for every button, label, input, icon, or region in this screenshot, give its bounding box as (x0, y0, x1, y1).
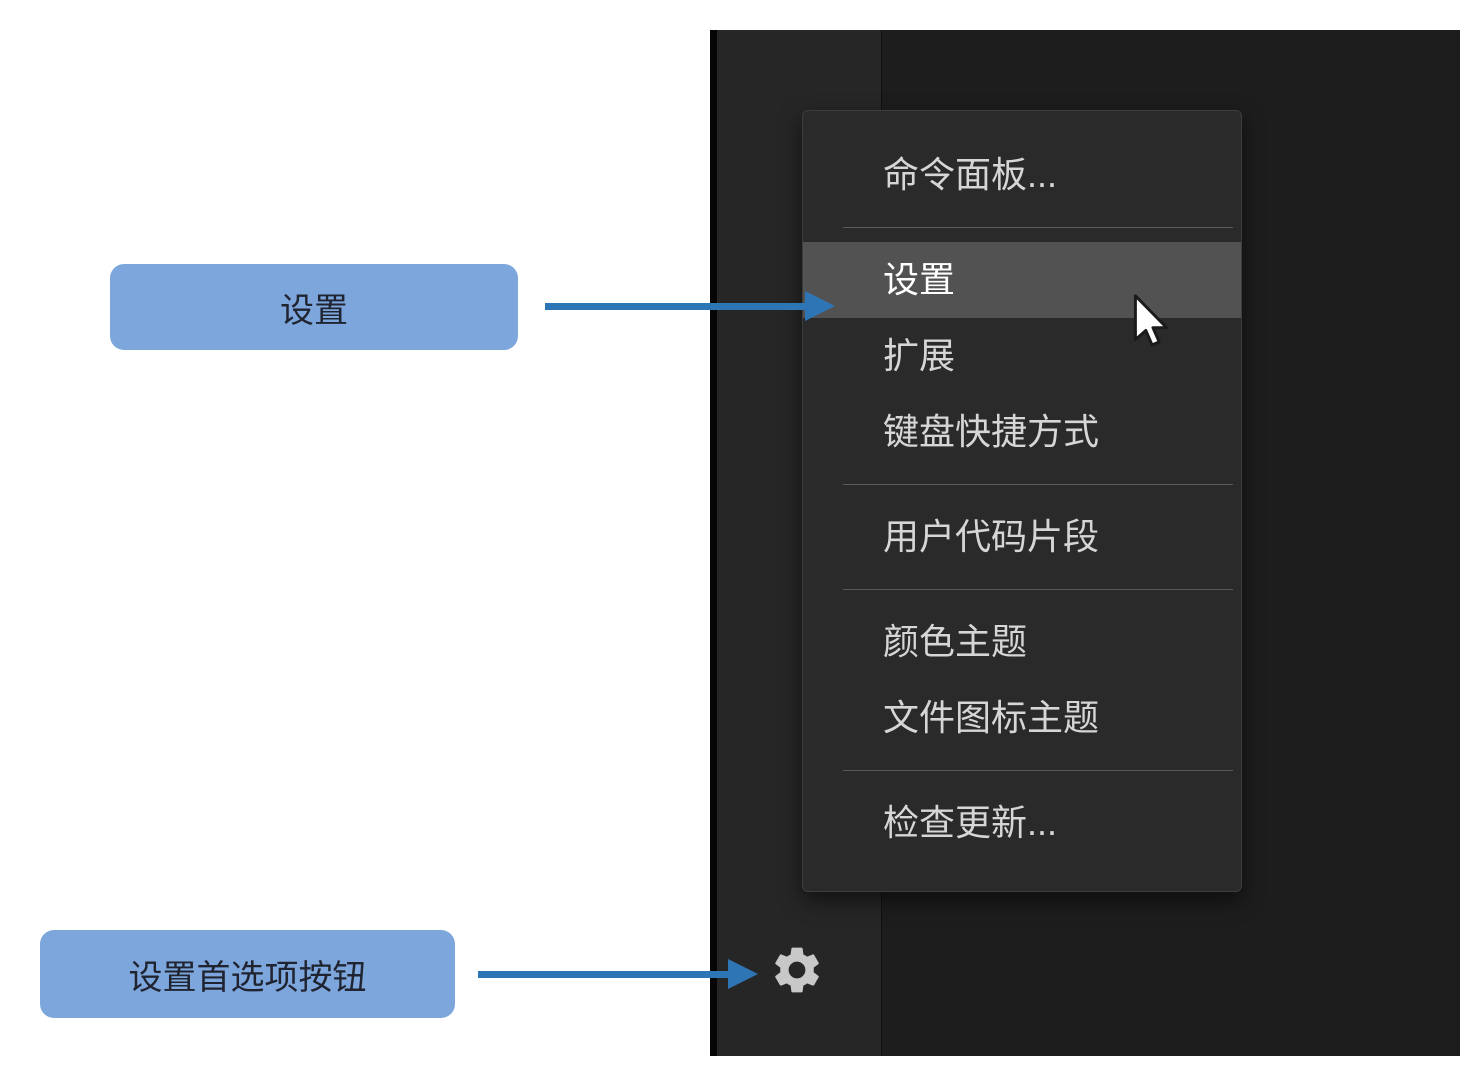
arrow-head (805, 291, 835, 321)
arrow-head (728, 959, 758, 989)
settings-context-menu: 命令面板... 设置 扩展 键盘快捷方式 用户代码片段 颜色主题 文件图标主题 … (802, 110, 1242, 892)
menu-item-settings[interactable]: 设置 (803, 242, 1241, 318)
gear-icon (775, 947, 819, 993)
menu-separator (843, 770, 1233, 771)
menu-item-color-theme[interactable]: 颜色主题 (883, 621, 1028, 662)
menu-separator (843, 589, 1233, 590)
menu-item-command-palette[interactable]: 命令面板... (883, 154, 1058, 195)
menu-item-file-icon-theme[interactable]: 文件图标主题 (883, 697, 1100, 738)
arrow-shaft (478, 971, 730, 978)
settings-callout-label: 设置 (110, 264, 518, 350)
manage-gear-button[interactable] (769, 942, 825, 998)
mouse-cursor-icon (1125, 292, 1175, 358)
settings-callout-arrow (545, 291, 835, 322)
menu-item-keyboard-shortcuts[interactable]: 键盘快捷方式 (883, 411, 1100, 452)
menu-item-user-snippets[interactable]: 用户代码片段 (883, 516, 1100, 557)
menu-item-extensions[interactable]: 扩展 (883, 335, 956, 376)
menu-separator (843, 227, 1233, 228)
menu-separator (843, 484, 1233, 485)
arrow-shaft (545, 303, 807, 310)
settings-button-callout-label: 设置首选项按钮 (40, 930, 455, 1018)
menu-item-check-for-updates[interactable]: 检查更新... (883, 802, 1058, 843)
vscode-panel: 命令面板... 设置 扩展 键盘快捷方式 用户代码片段 颜色主题 文件图标主题 … (710, 30, 1460, 1056)
gear-callout-arrow (478, 959, 758, 990)
